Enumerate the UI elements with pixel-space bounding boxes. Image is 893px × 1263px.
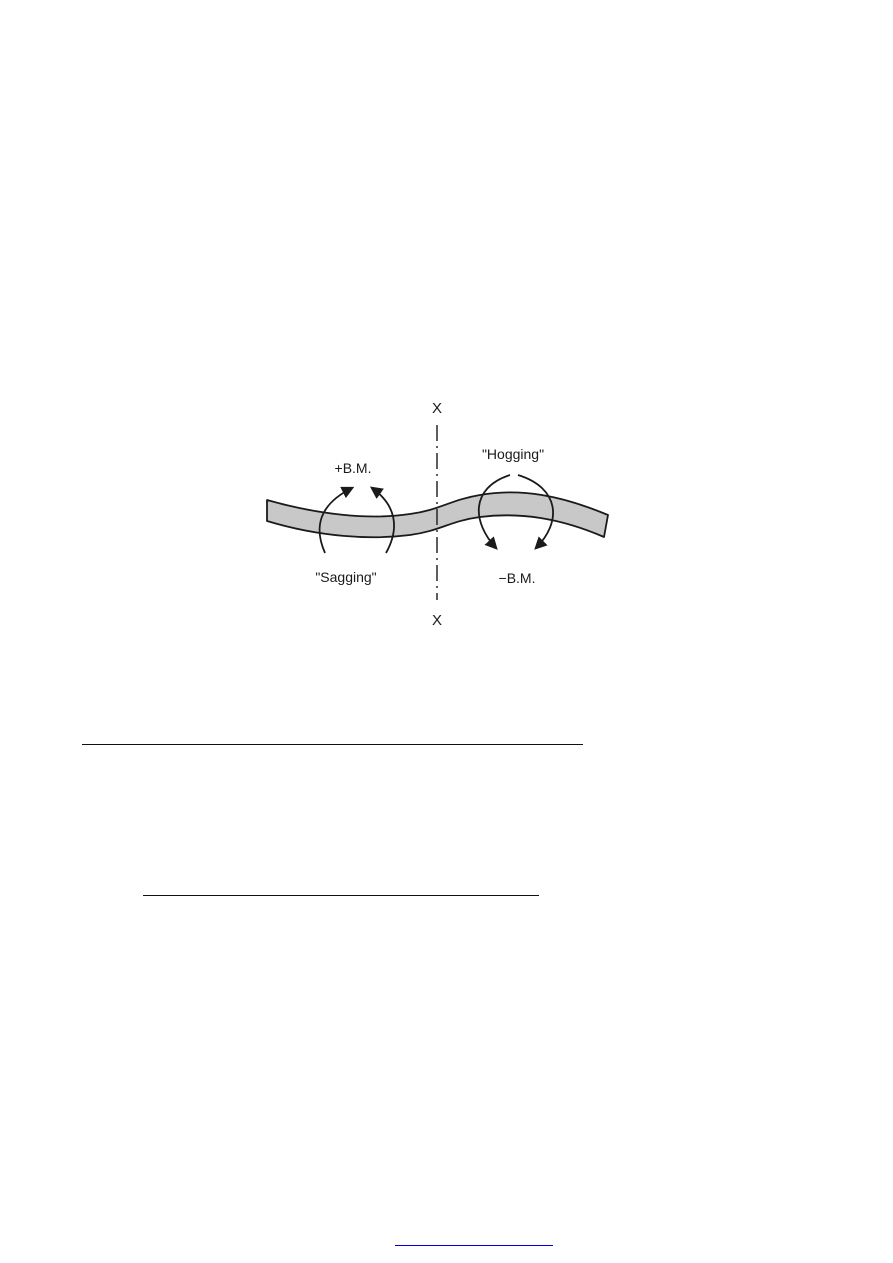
sagging-moment-label: +B.M. [335,460,372,476]
hogging-moment-label: −B.M. [499,570,536,586]
axis-bottom-label: X [432,612,442,629]
hogging-right-arrow [517,474,554,550]
sagging-left-arrow [318,486,355,554]
horizontal-rule [82,744,583,745]
horizontal-rule-short [143,895,539,896]
sagging-label: "Sagging" [315,569,376,585]
hogging-label: "Hogging" [482,446,544,462]
footer-link-underline[interactable] [395,1245,553,1246]
hogging-left-arrow [477,474,511,550]
sagging-right-arrow [369,486,395,554]
axis-top-label: X [432,400,442,417]
